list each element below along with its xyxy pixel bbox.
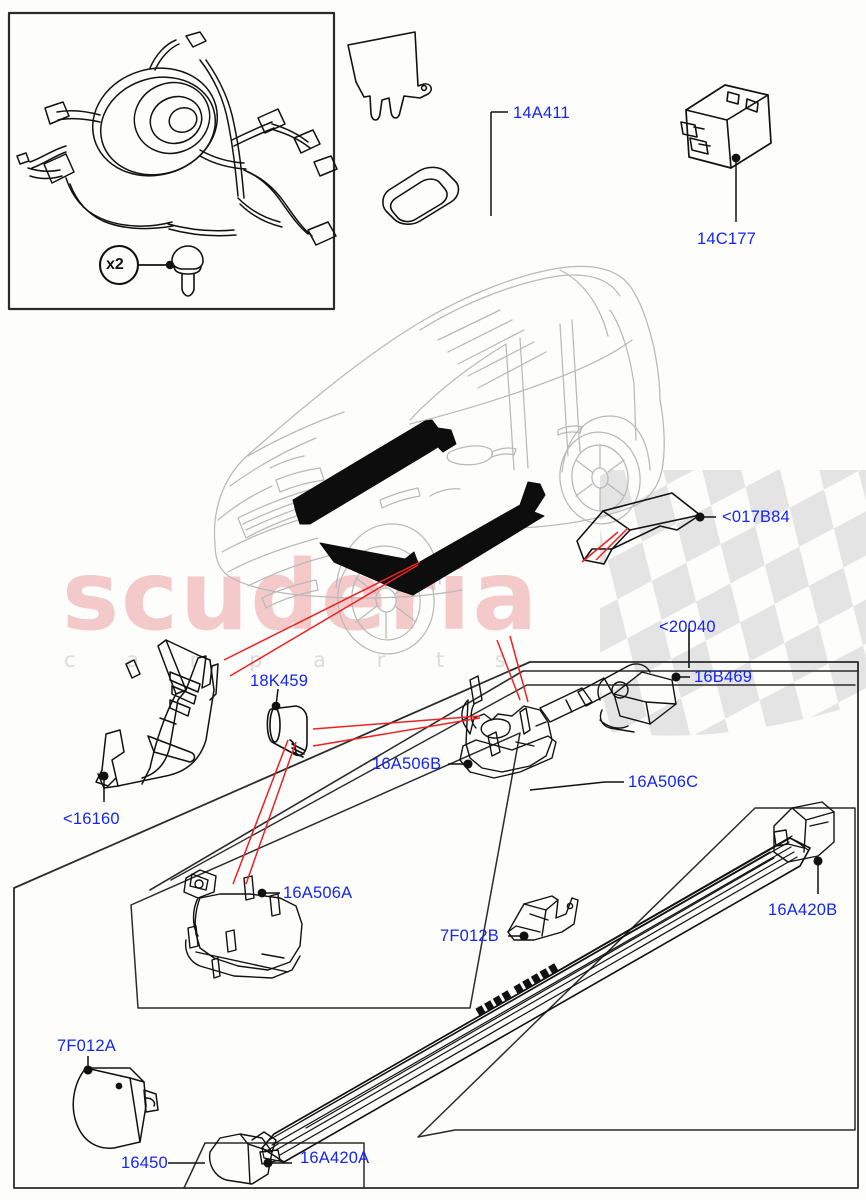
part-label-017b84[interactable]: <017B84 xyxy=(722,508,790,526)
antenna-pad-illustration xyxy=(347,31,433,121)
part-label-16a420b[interactable]: 16A420B xyxy=(768,901,838,919)
watermark-tagline-text: c a r p a r t s xyxy=(64,648,528,672)
wiring-harness-illustration xyxy=(16,31,338,246)
part-label-16160[interactable]: <16160 xyxy=(63,810,120,828)
support-bracket-16a506a-illustration xyxy=(183,869,303,979)
vehicle-outline-illustration xyxy=(213,265,665,655)
panel-16a506c-outer xyxy=(13,661,859,1189)
panel-16a506a-inner xyxy=(130,732,521,1009)
control-module-illustration xyxy=(680,84,772,169)
quantity-badge-label: x2 xyxy=(106,256,124,273)
callout-leaders xyxy=(83,111,823,1168)
part-label-16a506c[interactable]: 16A506C xyxy=(628,773,699,791)
vehicle-sill-highlight xyxy=(292,419,546,596)
bush-18k459-illustration xyxy=(266,705,308,758)
leader-lines-red xyxy=(223,527,629,885)
mounting-bracket-7f012b-illustration xyxy=(507,895,579,941)
part-label-16450[interactable]: 16450 xyxy=(121,1154,168,1172)
checkered-flag-icon xyxy=(600,470,866,736)
motor-16b469-illustration xyxy=(539,663,677,733)
mud-flap-7f012a-illustration xyxy=(72,1067,159,1149)
sill-trim-16160-illustration xyxy=(95,639,219,789)
part-label-7f012a[interactable]: 7F012A xyxy=(57,1037,116,1055)
part-label-16a506b[interactable]: 16A506B xyxy=(372,755,442,773)
part-label-7f012b[interactable]: 7F012B xyxy=(440,927,499,945)
panel-running-board xyxy=(417,807,856,1138)
part-label-18k459[interactable]: 18K459 xyxy=(250,672,309,690)
bracket-017b84-illustration xyxy=(576,492,701,565)
panel-16a506b-edge xyxy=(149,670,858,891)
part-label-16b469[interactable]: 16B469 xyxy=(694,668,753,686)
part-label-16a420a[interactable]: 16A420A xyxy=(300,1149,370,1167)
panel-16a506b-edge2 xyxy=(170,684,856,881)
retaining-clip-illustration xyxy=(171,245,204,297)
part-label-14a411[interactable]: 14A411 xyxy=(513,104,570,122)
part-label-16a506a[interactable]: 16A506A xyxy=(283,884,353,902)
linkage-bracket-16a506b-illustration xyxy=(459,675,557,779)
end-cap-16a420b-illustration xyxy=(773,801,835,863)
panel-16450-edge xyxy=(183,1142,365,1189)
running-board-illustration xyxy=(261,835,811,1163)
part-label-14c177[interactable]: 14C177 xyxy=(697,230,756,248)
part-label-20040[interactable]: <20040 xyxy=(659,618,716,636)
trim-cover-illustration xyxy=(382,166,460,225)
